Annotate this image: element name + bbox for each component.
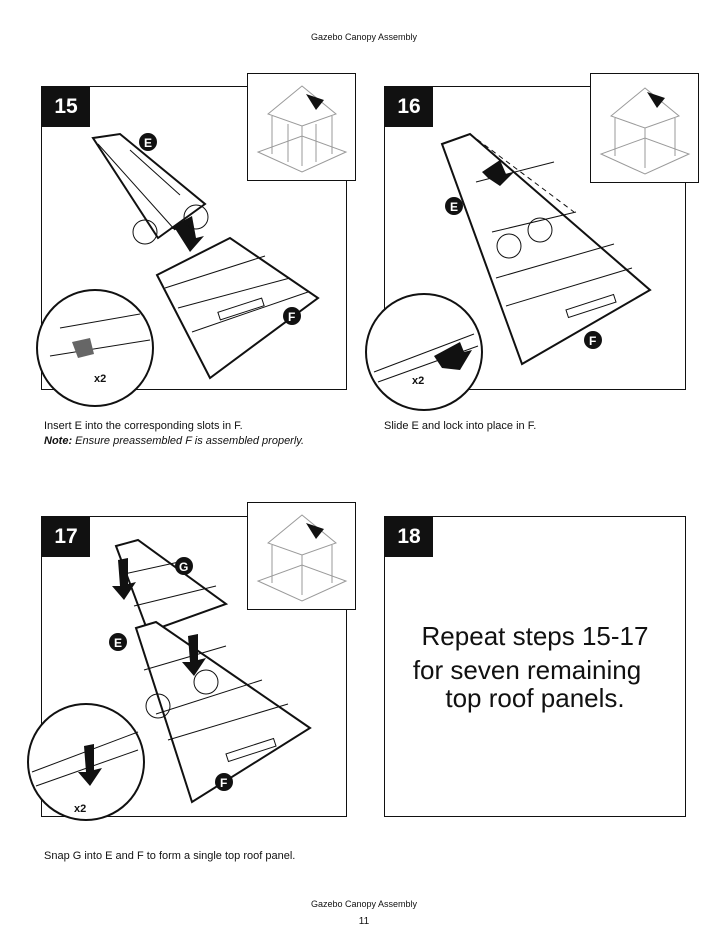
page-header: Gazebo Canopy Assembly (310, 32, 418, 42)
step-15-note-text: Ensure preassembled F is assembled prope… (72, 435, 305, 447)
gazebo-icon (256, 514, 348, 602)
step-16-gazebo-thumbnail (590, 73, 699, 183)
part-E-label: E (114, 636, 122, 650)
part-F-label: F (288, 310, 295, 324)
step-17-caption: Snap G into E and F to form a single top… (44, 850, 296, 862)
step-15-caption: Insert E into the corresponding slots in… (44, 419, 364, 449)
part-E-label: E (144, 136, 152, 150)
detail-count-label: x2 (74, 803, 86, 815)
detail-zoom-circle (365, 293, 483, 411)
detail-count-label: x2 (412, 375, 424, 387)
gazebo-icon (256, 85, 348, 173)
step-15-gazebo-thumbnail (247, 73, 356, 181)
panel-G-shape (114, 538, 229, 634)
part-F-label: F (220, 776, 227, 790)
part-G-label: G (179, 560, 188, 574)
step-15-caption-text: Insert E into the corresponding slots in… (44, 420, 243, 432)
page-footer-title: Gazebo Canopy Assembly (310, 899, 418, 909)
repeat-instruction-line-3: top roof panels. (445, 683, 625, 713)
step-16-caption: Slide E and lock into place in F. (384, 420, 537, 432)
repeat-instruction-line-1: Repeat steps 15-17 (421, 621, 649, 651)
repeat-instruction-line-2: for seven remaining (412, 655, 642, 685)
step-17-gazebo-thumbnail (247, 502, 356, 610)
up-arrow (482, 160, 514, 186)
down-arrow (170, 216, 204, 252)
detail-zoom-circle (36, 289, 154, 407)
part-E-label: E (450, 200, 458, 214)
step-15-illustration: E F x2 (36, 132, 320, 407)
detail-count-label: x2 (94, 373, 106, 385)
step-16-illustration: E F x2 (365, 132, 652, 411)
page-number: 11 (358, 916, 370, 927)
part-F-label: F (589, 334, 596, 348)
step-17-illustration: G E F x2 (27, 538, 312, 821)
step-15-note-label: Note: (44, 435, 73, 447)
step-18-number: 18 (385, 517, 433, 557)
step-16-number: 16 (385, 87, 433, 127)
step-15-number: 15 (42, 87, 90, 127)
step-17-number: 17 (42, 517, 90, 557)
step-18-panel: 18 Repeat steps 15-17 for seven remainin… (384, 516, 686, 817)
panel-E-shape (91, 132, 207, 240)
panel-EF-shape (134, 620, 312, 804)
gazebo-icon (599, 87, 691, 175)
